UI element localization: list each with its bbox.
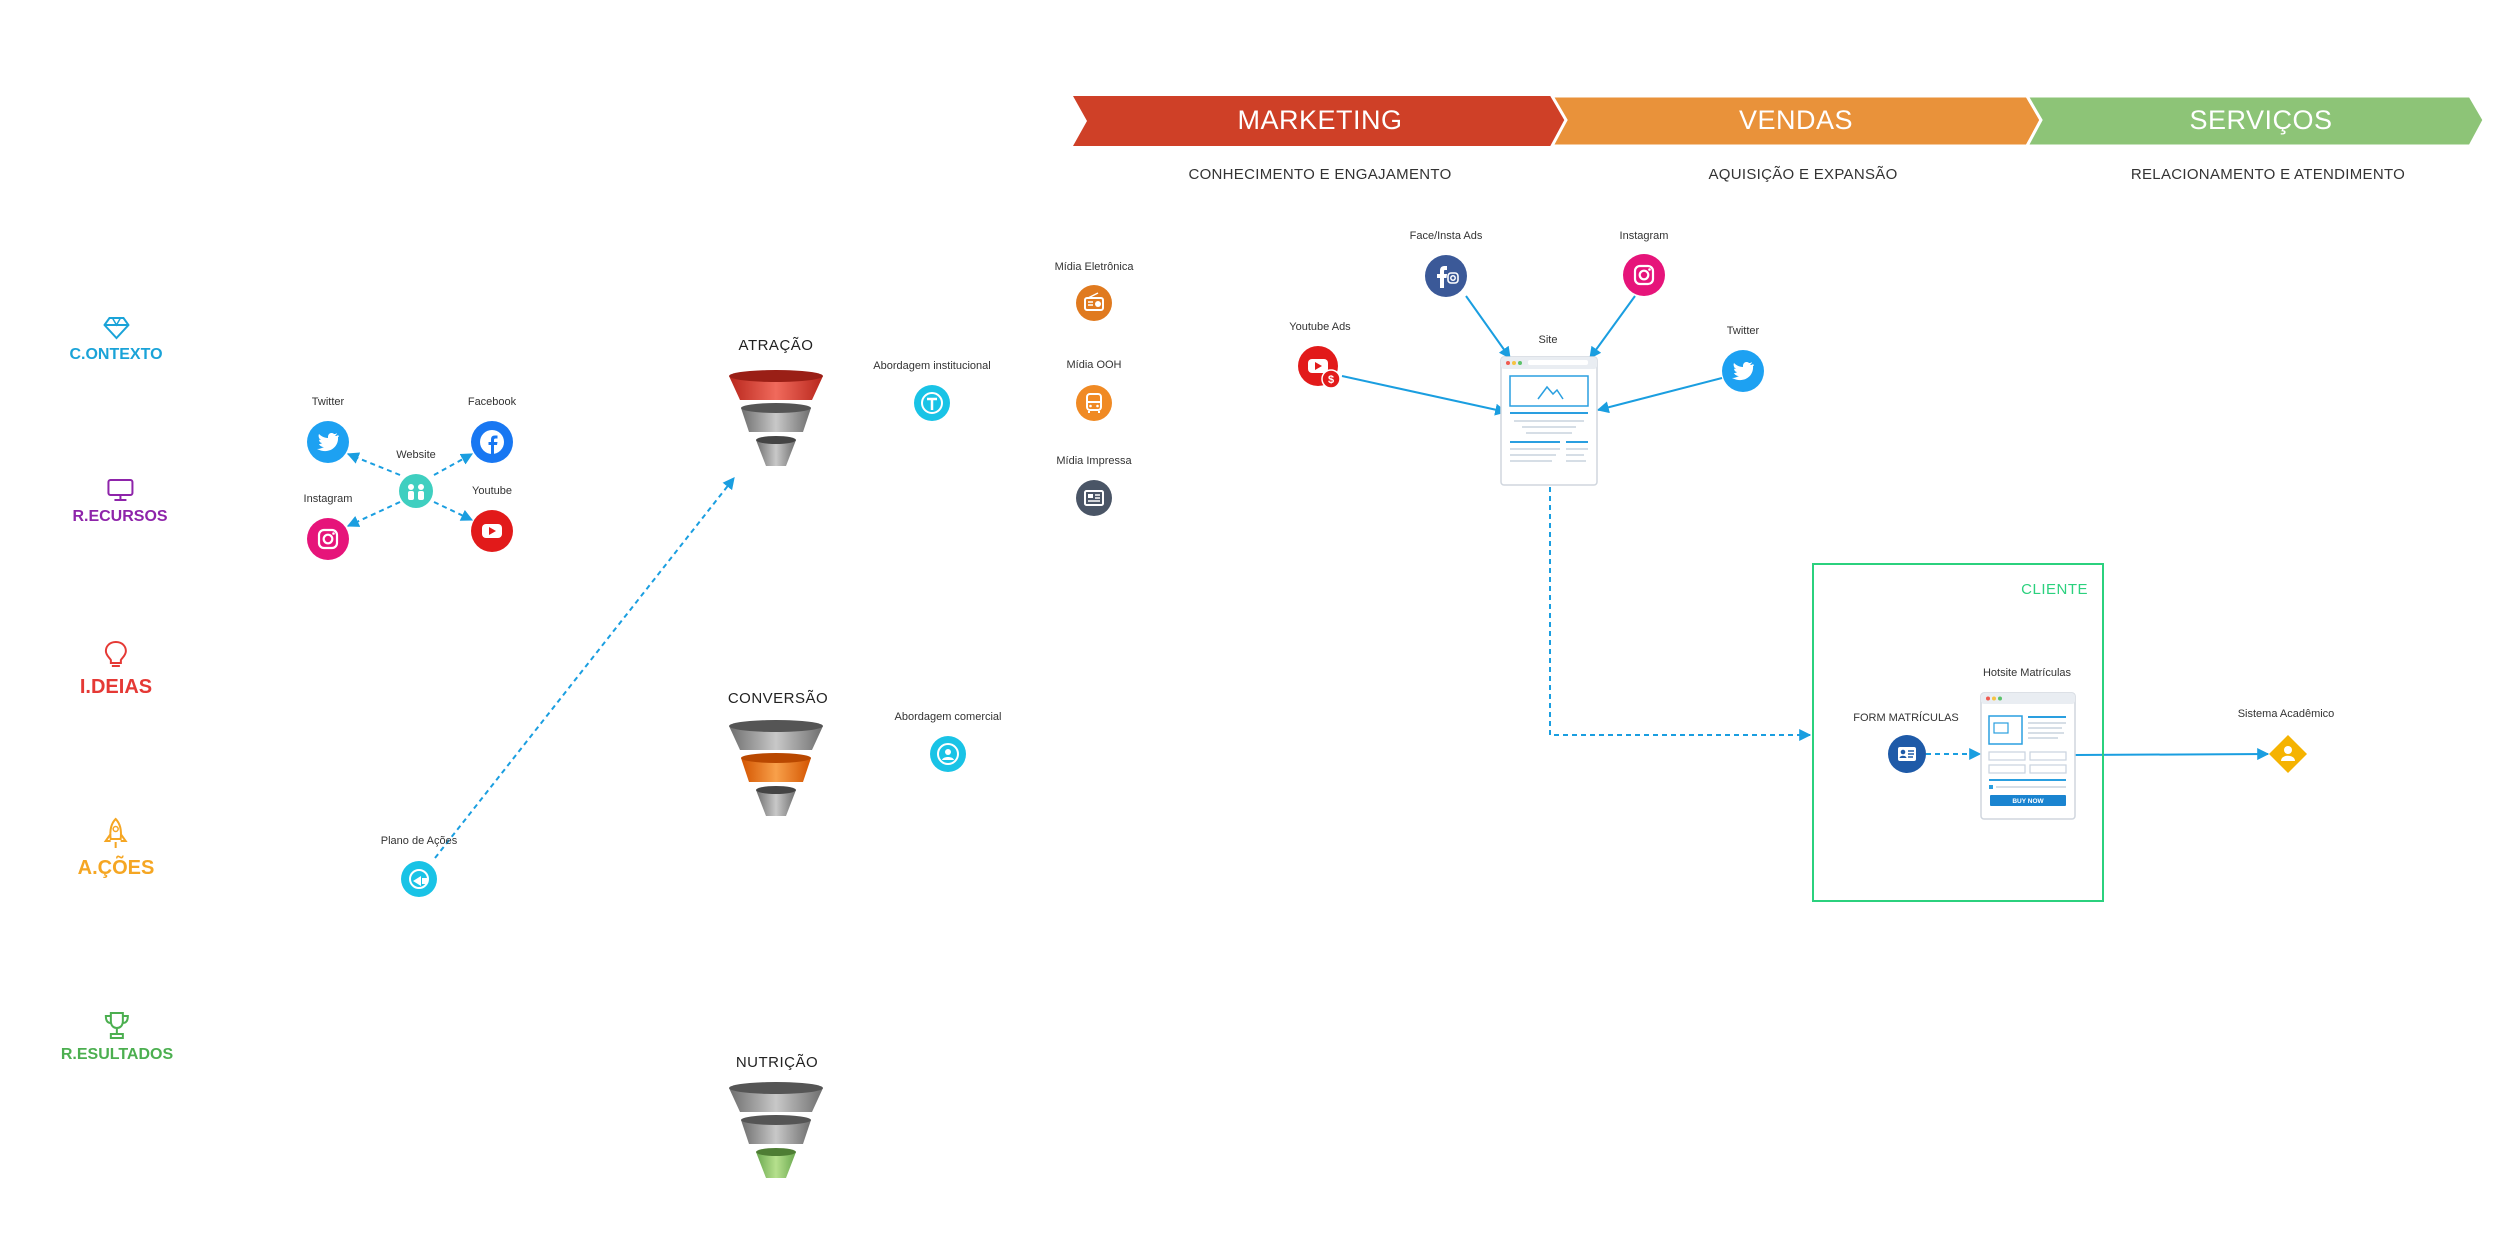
sistema-academico-label: Sistema Acadêmico [2237, 708, 2335, 720]
twitter-label: Twitter [311, 396, 345, 408]
sidebar-resultados: R.ESULTADOS [61, 1010, 173, 1064]
form-matriculas-icon[interactable] [1888, 735, 1926, 773]
abordagem-institucional-label: Abordagem institucional [873, 360, 991, 372]
banner-servicos-arrow [2024, 94, 2486, 148]
facebook-label: Facebook [467, 396, 517, 408]
sidebar-acoes-label: A.ÇÕES [77, 857, 155, 879]
newspaper-icon[interactable] [1076, 480, 1112, 516]
cliente-title: CLIENTE [2021, 581, 2088, 598]
connector-instagram-site [1589, 295, 1636, 359]
youtube-ads-label: Youtube Ads [1289, 321, 1351, 333]
youtube-ads-icon[interactable]: $ [1298, 346, 1344, 392]
connector-website-instagram [346, 501, 401, 527]
banner-vendas-label: VENDAS [1738, 105, 1854, 135]
sidebar-contexto-label: C.ONTEXTO [69, 346, 163, 363]
midia-ooh-label: Mídia OOH [1066, 359, 1122, 371]
sidebar-ideias: I.DEIAS [80, 640, 152, 699]
connector-twitter-site [1596, 377, 1723, 414]
sidebar-recursos-label: R.ECURSOS [72, 508, 168, 525]
sidebar-acoes: A.ÇÕES [77, 817, 155, 880]
connector-hotsite-sistema [2074, 748, 2270, 761]
instagram-icon[interactable] [307, 518, 349, 560]
trophy-icon [104, 1012, 129, 1039]
sidebar-resultados-label: R.ESULTADOS [60, 1046, 174, 1063]
sidebar-contexto: C.ONTEXTO [69, 316, 163, 364]
abordagem-comercial-label: Abordagem comercial [894, 711, 1002, 723]
funnel-atracao [729, 370, 823, 466]
connector-website-facebook [433, 453, 474, 476]
bus-icon[interactable] [1076, 385, 1112, 421]
youtube-icon[interactable] [471, 510, 513, 552]
diamond-icon [102, 317, 129, 340]
instagram-flow-label: Instagram [1619, 230, 1669, 242]
website-icon[interactable] [399, 474, 433, 508]
twitter-icon[interactable] [307, 421, 349, 463]
servicos-subtitle: RELACIONAMENTO E ATENDIMENTO [2130, 166, 2406, 183]
banner-servicos-label: SERVIÇOS [2189, 105, 2333, 135]
site-mockup[interactable] [1500, 356, 1598, 486]
connector-website-youtube [433, 501, 474, 521]
svg-text:$: $ [1328, 374, 1334, 386]
vendas-subtitle: AQUISIÇÃO E EXPANSÃO [1708, 166, 1898, 183]
funnel-atracao-title: ATRAÇÃO [738, 337, 814, 354]
marketing-subtitle: CONHECIMENTO E ENGAJAMENTO [1188, 166, 1452, 183]
buy-now-button[interactable] [1990, 795, 2066, 806]
form-matriculas-label: FORM MATRÍCULAS [1853, 712, 1959, 724]
cliente-box: CLIENTE [1812, 563, 2104, 902]
youtube-label: Youtube [472, 485, 512, 497]
buy-now-label: BUY NOW [2012, 798, 2044, 805]
twitter-flow-label: Twitter [1726, 325, 1760, 337]
radio-icon[interactable] [1076, 285, 1112, 321]
hotsite-mockup[interactable]: BUY NOW [1980, 692, 2076, 820]
plano-acoes-icon[interactable] [401, 861, 437, 897]
site-label: Site [1538, 334, 1558, 346]
instagram-label: Instagram [303, 493, 353, 505]
banner-marketing-arrow [1073, 96, 1566, 146]
facebook-instagram-ads-icon[interactable] [1425, 255, 1467, 297]
funnel-conversao-title: CONVERSÃO [727, 690, 829, 707]
funnel-nutricao-title: NUTRIÇÃO [735, 1054, 819, 1071]
sistema-academico-icon[interactable] [2268, 734, 2308, 774]
facebook-icon[interactable] [471, 421, 513, 463]
sidebar-ideias-label: I.DEIAS [79, 676, 153, 698]
midia-eletronica-label: Mídia Eletrônica [1054, 261, 1134, 273]
twitter-flow-icon[interactable] [1722, 350, 1764, 392]
plano-label: Plano de Ações [380, 835, 458, 847]
lightbulb-icon [104, 640, 128, 667]
abordagem-institucional-icon[interactable] [914, 385, 950, 421]
face-insta-ads-label: Face/Insta Ads [1409, 230, 1483, 242]
instagram-flow-icon[interactable] [1623, 254, 1665, 296]
connector-youtube-site [1341, 375, 1508, 416]
midia-impressa-label: Mídia Impressa [1056, 455, 1132, 467]
website-label: Website [396, 449, 436, 461]
funnel-nutricao [729, 1082, 823, 1178]
rocket-icon [104, 817, 128, 848]
connector-website-twitter [346, 452, 401, 476]
hotsite-label: Hotsite Matrículas [1982, 667, 2072, 679]
connector-site-cliente [1549, 487, 1812, 741]
sidebar-recursos: R.ECURSOS [72, 478, 168, 526]
abordagem-comercial-icon[interactable] [930, 736, 966, 772]
banner-marketing-label: MARKETING [1237, 105, 1403, 135]
connector-faceads-site [1465, 295, 1511, 359]
monitor-icon [107, 479, 133, 501]
process-banner [1073, 94, 2486, 148]
funnel-conversao [729, 720, 823, 816]
